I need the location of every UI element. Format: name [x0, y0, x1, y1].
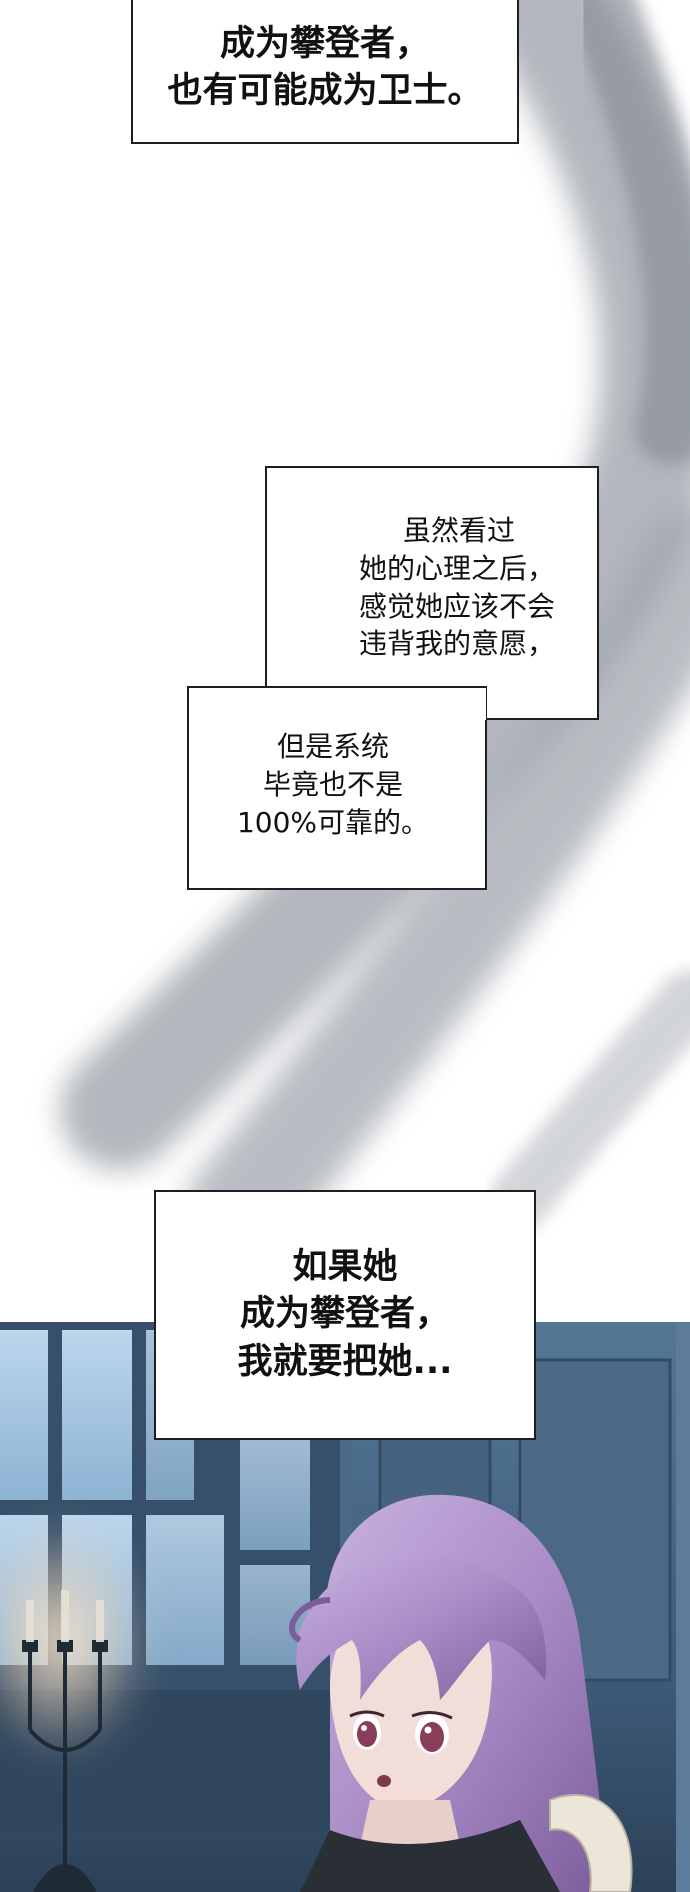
caption-line: 她的心理之后，: [358, 551, 555, 585]
caption-box-bottom: 如果她 成为攀登者， 我就要把她...: [154, 1190, 536, 1440]
caption-line: 成为攀登者，: [239, 1294, 450, 1335]
caption-line: 虽然看过: [402, 514, 515, 547]
caption-line: 违背我的意愿，: [358, 627, 555, 661]
caption-line: 100%可靠的。: [236, 805, 430, 839]
purple-haired-girl: [289, 1494, 633, 1892]
caption-box-middle-lower: 但是系统 毕竟也不是 100%可靠的。: [187, 686, 487, 890]
caption-line: 毕竟也不是: [262, 767, 403, 801]
caption-box-top: 成为攀登者， 也有可能成为卫士。: [131, 0, 519, 144]
caption-line: 但是系统: [276, 730, 389, 763]
caption-box-middle-upper: 虽然看过 她的心理之后， 感觉她应该不会 违背我的意愿，: [265, 466, 599, 720]
caption-line: 如果她: [292, 1247, 398, 1288]
caption-box-joint: [267, 688, 486, 720]
candelabra-icon: [22, 1640, 108, 1892]
caption-line: 我就要把她...: [237, 1341, 453, 1382]
caption-line: 也有可能成为卫士。: [167, 71, 483, 111]
caption-line: 成为攀登者，: [219, 23, 430, 64]
caption-line: 感觉她应该不会: [358, 589, 555, 623]
